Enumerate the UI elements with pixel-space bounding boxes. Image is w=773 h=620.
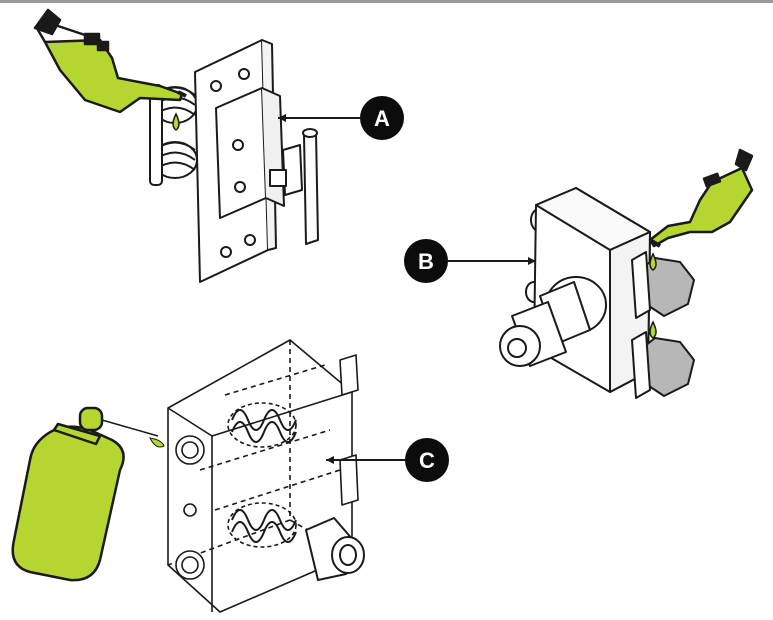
assembly-b-bolts [631,251,695,399]
oil-drop-c [149,437,165,448]
assembly-c-hidden-edges [167,340,353,566]
assembly-c-springs [227,402,297,548]
top-border [0,0,773,3]
callout-a-label: A [374,106,390,131]
oil-drop-b2 [649,320,657,339]
callout-b: B [404,239,536,283]
assembly-a-pad [215,87,267,219]
oil-drop-b1 [649,252,657,271]
callout-c: C [326,438,449,482]
oil-can-a [33,8,187,114]
assembly-a-hinge [149,39,319,283]
oil-bottle-c [11,406,159,582]
callout-b-label: B [418,249,434,274]
oil-can-b [648,148,754,248]
oil-drop-a [172,112,180,131]
assembly-c-block [167,339,365,613]
callout-a: A [278,96,404,140]
assembly-b-block [499,187,695,399]
assembly-a-pin [303,131,319,245]
callout-c-label: C [419,448,435,473]
